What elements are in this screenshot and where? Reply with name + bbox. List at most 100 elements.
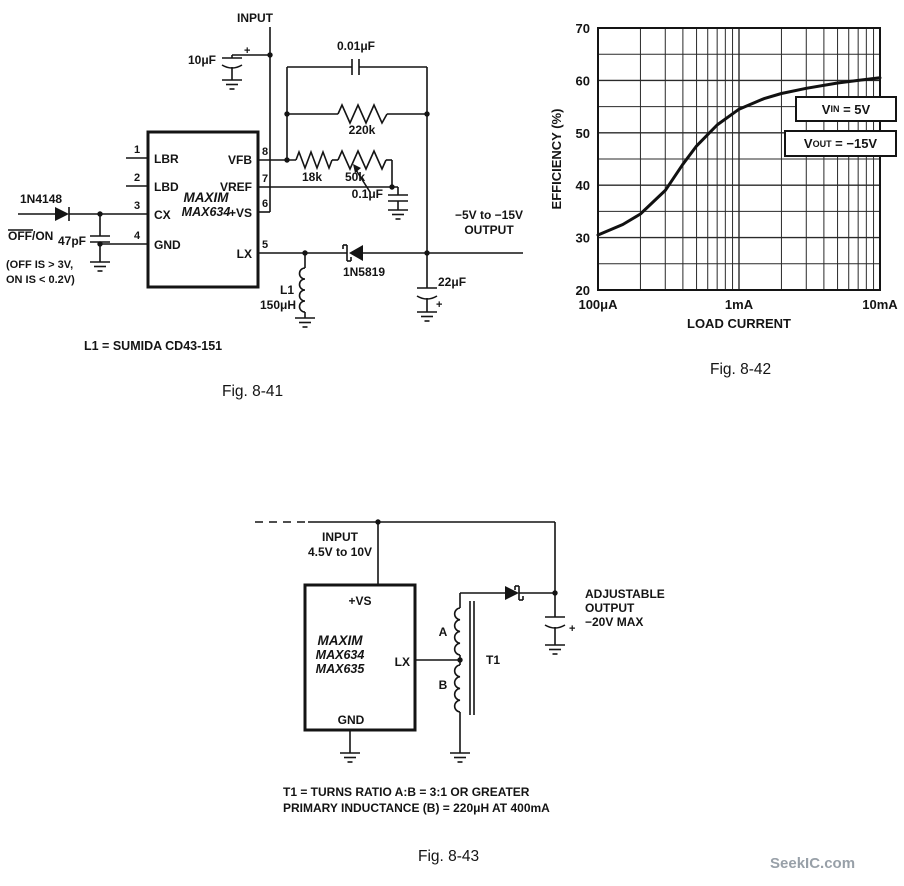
y-tick-label: 30 (576, 231, 590, 246)
output-diode (505, 585, 524, 601)
diode-1n5819 (342, 244, 363, 262)
off-note-line1: (OFF IS > 3V, (6, 259, 73, 271)
pin-number-1: 1 (134, 144, 140, 156)
y-tick-label: 20 (576, 283, 590, 298)
caption-fig-8-43: Fig. 8-43 (418, 848, 480, 865)
input-label: INPUT (237, 11, 274, 25)
l1-name-label: L1 (280, 283, 294, 297)
l1-value-label: 150μH (260, 298, 296, 312)
pin-label-lx: LX (395, 655, 410, 669)
pin-label-vfb: VFB (228, 153, 252, 167)
ground-symbols (339, 644, 566, 763)
capacitor-0p1uf (388, 194, 408, 202)
output-label: OUTPUT (585, 601, 635, 615)
input-range-label: 4.5V to 10V (308, 545, 372, 559)
vout-sub: OUT (812, 138, 832, 149)
pin-label-gnd: GND (154, 238, 181, 252)
y-tick-label: 50 (576, 126, 590, 141)
pin-number-4: 4 (134, 230, 141, 242)
capacitor-0p01uf (351, 59, 360, 75)
input-label: INPUT (322, 530, 359, 544)
pot-50k-label: 50k (345, 170, 365, 184)
fig-8-43-notes: T1 = TURNS RATIO A:B = 3:1 OR GREATER PR… (283, 785, 550, 816)
y-tick-label: 60 (576, 73, 590, 88)
pin-number-5: 5 (262, 239, 268, 251)
output-adjustable-label: ADJUSTABLE (585, 587, 665, 601)
chip-part-number: MAX634 (182, 205, 231, 219)
winding-a-coil (453, 607, 461, 656)
vin-text: V (821, 101, 831, 117)
y-tick-label: 40 (576, 178, 590, 193)
pin-label-lbr: LBR (154, 152, 179, 166)
off-note-line2: ON IS < 0.2V) (6, 274, 75, 286)
cap-10uf-plus: + (244, 45, 250, 57)
inductor-l1 (298, 267, 306, 313)
t1-label: T1 (486, 653, 500, 667)
pin-label-vs: +VS (348, 594, 371, 608)
chart-gridlines (598, 28, 880, 290)
maxim-logo: MAXIM (318, 633, 364, 648)
pin-label-gnd: GND (338, 713, 365, 727)
vin-value: = 5V (839, 101, 871, 117)
resistor-220k (337, 103, 388, 125)
chip-part-max635: MAX635 (316, 662, 366, 676)
capacitor-22uf (416, 287, 438, 300)
res-220k-label: 220k (349, 123, 376, 137)
winding-a-label: A (439, 625, 448, 639)
chart-plot-border (597, 27, 881, 291)
pin-number-7: 7 (262, 173, 268, 185)
cap-01uf-label: 0.1μF (352, 187, 383, 201)
x-tick-label: 100μA (578, 297, 618, 312)
resistor-18k (295, 149, 333, 171)
output-capacitor (544, 616, 566, 629)
cap-001uf-label: 0.01μF (337, 39, 375, 53)
fig-8-41-note: L1 = SUMIDA CD43-151 (84, 339, 223, 353)
diode-1n4148 (55, 207, 70, 221)
vout-value: = −15V (831, 136, 878, 151)
winding-b-coil (453, 664, 461, 713)
diode-1n4148-label: 1N4148 (20, 192, 62, 206)
res-18k-label: 18k (302, 170, 322, 184)
y-tick-label: 70 (576, 21, 590, 36)
off-on-label: OFF/ON (8, 229, 53, 243)
winding-b-label: B (439, 678, 448, 692)
cap-22uf-label: 22μF (438, 275, 466, 289)
pin-label-lx: LX (237, 247, 252, 261)
output-voltage-label: −5V to −15V (455, 208, 523, 222)
pin-label-vref: VREF (220, 180, 252, 194)
wire-segments (18, 27, 523, 318)
wire-segments (255, 521, 556, 753)
junction-dots (97, 52, 430, 256)
vin-sub: IN (830, 104, 840, 114)
fig-8-41-schematic: LBR LBD CX GND VFB VREF +VS LX 1 2 3 4 8… (6, 11, 523, 328)
capacitor-47pf (90, 235, 110, 243)
pin-number-6: 6 (262, 198, 268, 210)
efficiency-curve (596, 76, 882, 237)
output-label: OUTPUT (464, 223, 514, 237)
cap-10uf-label: 10μF (188, 53, 216, 67)
t1-note-line2: PRIMARY INDUCTANCE (B) = 220μH AT 400mA (283, 800, 550, 815)
max634-max635-chip-outline (303, 583, 417, 732)
pin-label-cx: CX (154, 208, 171, 222)
x-axis-label: LOAD CURRENT (687, 316, 791, 331)
cap-22uf-plus: + (436, 299, 442, 311)
pin-number-2: 2 (134, 172, 140, 184)
pin-number-8: 8 (262, 146, 268, 158)
pin-label-lbd: LBD (154, 180, 179, 194)
seekic-watermark: SeekIC.com (770, 855, 856, 872)
output-cap-plus: + (569, 623, 575, 635)
potentiometer-50k (337, 149, 387, 193)
diode-1n5819-label: 1N5819 (343, 265, 385, 279)
x-tick-label: 10mA (862, 297, 898, 312)
y-axis-label: EFFICIENCY (%) (549, 109, 564, 210)
maxim-logo: MAXIM (184, 190, 230, 205)
junction-dots (375, 519, 558, 663)
fig-8-43-schematic: INPUT 4.5V to 10V +VS MAXIM MAX634 MAX63… (255, 519, 665, 763)
capacitor-10uf (221, 57, 243, 69)
